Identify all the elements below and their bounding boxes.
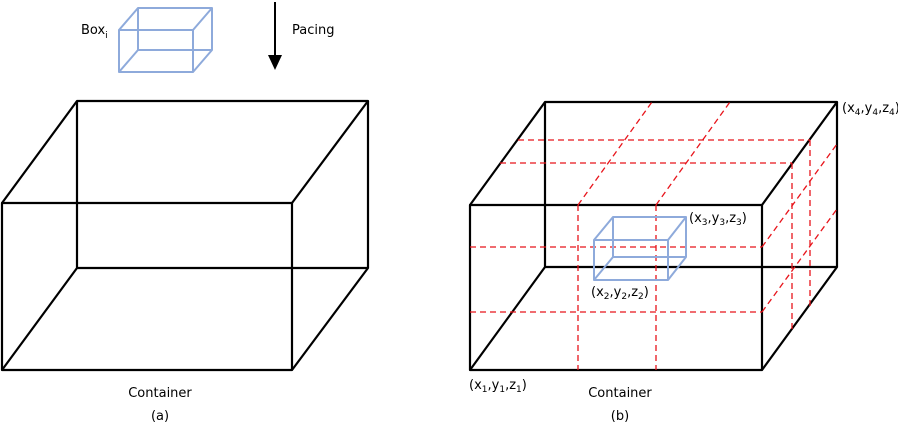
box-i-label: Boxi [81,23,108,41]
caption-a: (a) [151,409,169,424]
pacing-arrow [268,2,282,70]
coord-label-x4y4z4: (x4,y4,z4) [842,101,898,118]
pacing-label: Pacing [292,23,334,38]
coord-label-x3y3z3: (x3,y3,z3) [689,211,747,228]
caption-b: (b) [611,409,629,424]
panel-b: (x4,y4,z4) (x3,y3,z3) (x2,y2,z2) (x1,y1,… [468,100,898,424]
coord-label-x1y1z1: (x1,y1,z1) [469,378,527,395]
container-b [468,100,839,372]
partition-lines [470,101,838,370]
coord-label-x2y2z2: (x2,y2,z2) [591,285,649,302]
panel-a: Boxi Pacing Container (a) [0,2,370,424]
box-i-cuboid [118,7,213,73]
container-a-label: Container [128,386,192,401]
placed-box-cuboid [593,216,687,281]
container-b-label: Container [588,386,652,401]
container-a [0,99,370,372]
